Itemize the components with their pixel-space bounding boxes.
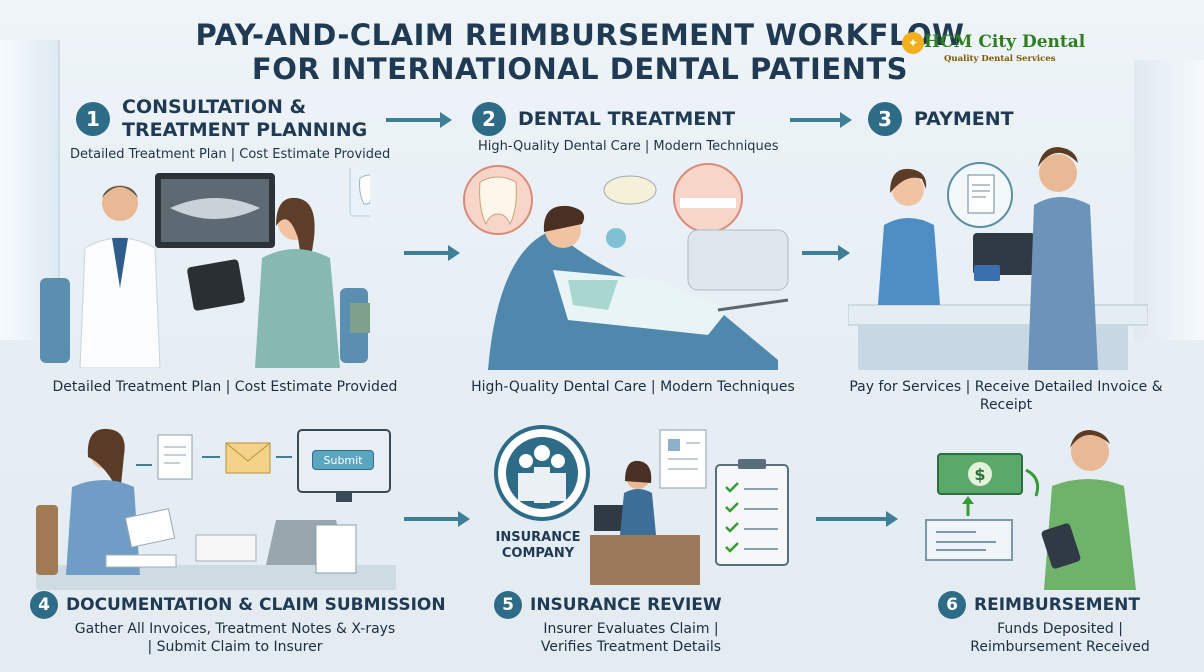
step-6-caption-line-2: Reimbursement Received [970, 639, 1150, 655]
background-window-left [0, 40, 60, 340]
tooth-logo-icon: ✦ [902, 32, 924, 54]
reception-counter [848, 304, 1148, 326]
arrow-header-2-to-3 [790, 112, 852, 128]
step-1-title: CONSULTATION & TREATMENT PLANNING [122, 96, 367, 142]
documentation-illustration [36, 425, 396, 590]
step-4-heading: 4 DOCUMENTATION & CLAIM SUBMISSION [30, 591, 446, 619]
step-6-number: 6 [938, 591, 966, 619]
insurance-label-line-1: INSURANCE [495, 530, 581, 545]
arrow-row1-2-to-3 [802, 245, 850, 261]
step-3-caption: Pay for Services | Receive Detailed Invo… [836, 378, 1176, 414]
check-document-icon [925, 519, 1013, 561]
reimbursement-illustration: $ [918, 430, 1168, 590]
step-5-caption: Insurer Evaluates Claim | Verifies Treat… [500, 620, 762, 656]
step-5-heading: 5 INSURANCE REVIEW [494, 591, 722, 619]
step-3-caption-line-1: Pay for Services | Receive Detailed Invo… [849, 379, 1163, 395]
step-4-number: 4 [30, 591, 58, 619]
submit-button[interactable]: Submit [312, 450, 374, 470]
insurance-label-line-2: COMPANY [501, 546, 575, 561]
step-2-caption: High-Quality Dental Care | Modern Techni… [471, 379, 795, 395]
arrow-row2-4-to-5 [404, 511, 470, 527]
office-desk [590, 535, 700, 585]
logo-name: HCM City Dental [924, 32, 1086, 52]
card-terminal [973, 233, 1035, 275]
step-4-caption-line-2: | Submit Claim to Insurer [147, 639, 323, 655]
step-1-subtitle: Detailed Treatment Plan | Cost Estimate … [70, 147, 391, 162]
step-4-caption-line-1: Gather All Invoices, Treatment Notes & X… [74, 621, 396, 637]
title-line-1: PAY-AND-CLAIM REIMBURSEMENT WORKFLOW [195, 18, 965, 52]
step-5-title: INSURANCE REVIEW [530, 595, 722, 615]
invoice-doc-icon [157, 434, 193, 480]
step-5-number: 5 [494, 591, 522, 619]
payment-illustration [848, 145, 1148, 370]
step-1-number: 1 [76, 102, 110, 136]
step-4-caption: Gather All Invoices, Treatment Notes & X… [30, 620, 440, 656]
title-line-2: FOR INTERNATIONAL DENTAL PATIENTS [251, 52, 909, 86]
step-4-title: DOCUMENTATION & CLAIM SUBMISSION [66, 595, 446, 615]
step-5-caption-line-2: Verifies Treatment Details [540, 639, 722, 655]
step-3-number: 3 [868, 102, 902, 136]
step-1-title-line-1: CONSULTATION & [122, 96, 307, 118]
background-window-right [1134, 60, 1204, 340]
step-1-heading: 1 CONSULTATION & TREATMENT PLANNING [76, 96, 367, 142]
step-1-title-line-2: TREATMENT PLANNING [122, 119, 368, 141]
arrow-header-1-to-2 [386, 112, 452, 128]
arrow-row1-1-to-2 [404, 245, 460, 261]
step-2-subtitle: High-Quality Dental Care | Modern Techni… [478, 139, 779, 154]
smartphone-icon [1041, 523, 1081, 569]
insurance-review-illustration [490, 425, 800, 585]
logo-tagline: Quality Dental Services [944, 54, 1056, 64]
envelope-icon [225, 442, 271, 474]
step-5-caption-line-1: Insurer Evaluates Claim | [543, 621, 719, 637]
step-3-title: PAYMENT [914, 108, 1014, 130]
step-6-caption-line-1: Funds Deposited | [997, 621, 1123, 637]
step-1-caption: Detailed Treatment Plan | Cost Estimate … [52, 379, 398, 395]
patient-paying [1028, 197, 1098, 370]
step-3-heading: 3 PAYMENT [868, 102, 1014, 136]
step-6-title: REIMBURSEMENT [974, 595, 1141, 615]
page-title: PAY-AND-CLAIM REIMBURSEMENT WORKFLOW FOR… [140, 18, 1020, 86]
dollar-symbol: $ [974, 465, 985, 484]
dental-lamp-icon [603, 175, 657, 205]
step-6-heading: 6 REIMBURSEMENT [938, 591, 1140, 619]
step-2-heading: 2 DENTAL TREATMENT [472, 102, 735, 136]
step-6-caption: Funds Deposited | Reimbursement Received [940, 620, 1180, 656]
insurance-company-label: INSURANCE COMPANY [478, 530, 598, 562]
step-3-caption-line-2: Receipt [979, 397, 1033, 413]
consultation-illustration [40, 168, 370, 368]
credit-card-icon [974, 265, 1000, 281]
clinic-logo: ✦ HCM City Dental Quality Dental Service… [900, 30, 1085, 68]
doctor-head [102, 185, 138, 221]
tablet [187, 259, 245, 311]
receptionist [878, 218, 940, 305]
treatment-illustration [458, 160, 798, 370]
step-2-title: DENTAL TREATMENT [518, 108, 736, 130]
step-2-number: 2 [472, 102, 506, 136]
patient-documenting [66, 480, 140, 575]
arrow-row2-5-to-6 [816, 511, 898, 527]
